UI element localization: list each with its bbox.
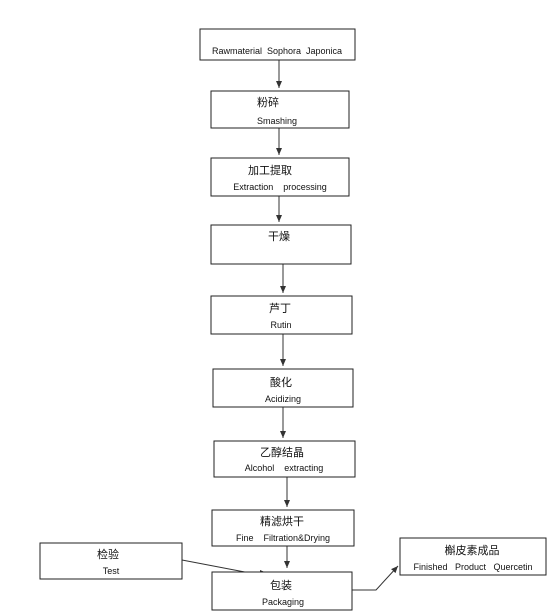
edge-test-to-pack (181, 559, 267, 576)
node-acidizing: 酸化 Acidizing (212, 368, 354, 408)
node-packaging-cn: 包装 (270, 579, 292, 592)
node-extraction: 加工提取 Extraction processing (210, 157, 350, 197)
node-acidizing-cn: 酸化 (270, 375, 292, 389)
node-rawmaterial-en: Rawmaterial Sophora Japonica (212, 46, 342, 56)
node-test-cn: 检验 (97, 547, 119, 561)
node-packaging: 包装 Packaging (211, 571, 353, 611)
node-rutin-cn: 芦丁 (269, 302, 291, 315)
node-test-en: Test (103, 566, 120, 576)
node-finished-product-cn: 槲皮素成品 (445, 544, 500, 557)
node-alcohol-cn: 乙醇结晶 (260, 445, 304, 459)
node-rutin-en: Rutin (270, 320, 291, 330)
node-test: 检验 Test (39, 542, 183, 580)
nodes-layer: Rawmaterial Sophora Japonica 粉碎 Smashing… (39, 28, 547, 611)
node-filtration-en: Fine Filtration&Drying (236, 533, 330, 543)
node-alcohol-en: Alcohol extracting (245, 463, 324, 473)
node-filtration: 精滤烘干 Fine Filtration&Drying (211, 509, 355, 547)
node-alcohol: 乙醇结晶 Alcohol extracting (213, 440, 356, 478)
node-smashing-cn: 粉碎 (257, 95, 279, 109)
node-rutin: 芦丁 Rutin (210, 295, 353, 335)
node-finished-product: 槲皮素成品 Finished Product Quercetin (399, 537, 547, 576)
node-acidizing-en: Acidizing (265, 394, 301, 404)
node-extraction-cn: 加工提取 (248, 164, 292, 177)
node-smashing-en: Smashing (257, 116, 297, 126)
node-extraction-en: Extraction processing (233, 182, 327, 192)
node-smashing: 粉碎 Smashing (210, 90, 350, 129)
edge-pack-to-final (352, 565, 399, 591)
node-packaging-en: Packaging (262, 597, 304, 607)
node-drying-cn: 干燥 (268, 230, 290, 243)
node-finished-product-en: Finished Product Quercetin (413, 562, 532, 572)
node-drying: 干燥 (210, 224, 352, 265)
node-filtration-cn: 精滤烘干 (260, 514, 304, 528)
node-rawmaterial: Rawmaterial Sophora Japonica (199, 28, 356, 61)
